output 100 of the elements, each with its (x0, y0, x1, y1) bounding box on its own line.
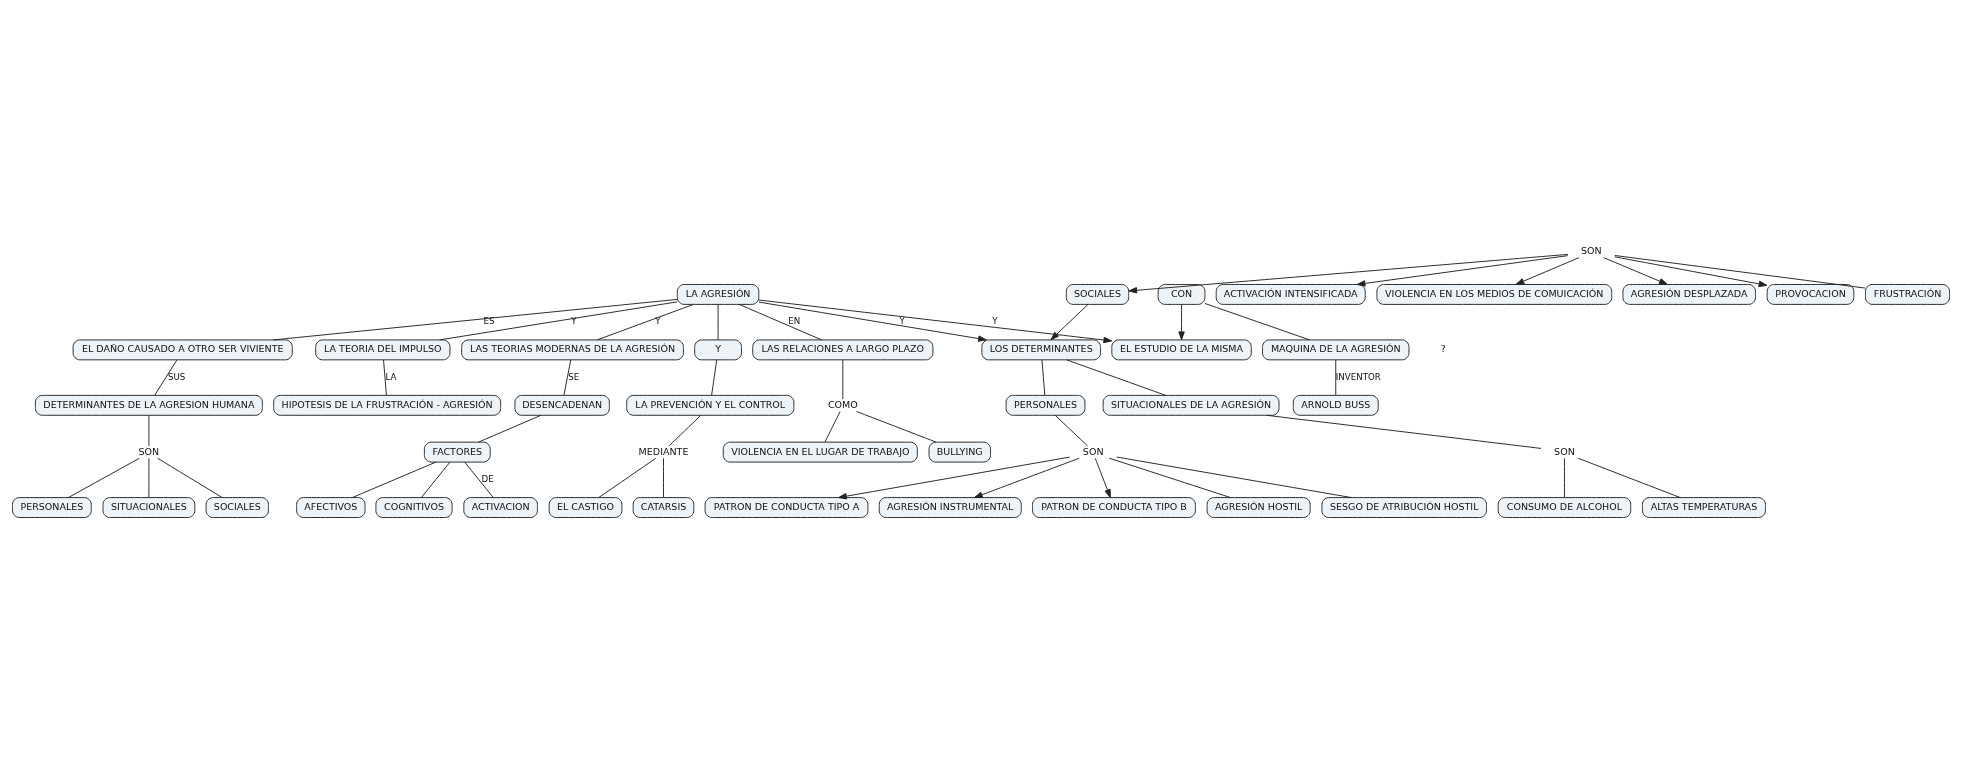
node-box: SOCIALES (1065, 283, 1129, 305)
arrow (1127, 253, 1568, 293)
node-box: LAS RELACIONES A LARGO PLAZO (751, 338, 933, 360)
connector (420, 461, 450, 498)
connector (668, 414, 701, 446)
connector (841, 358, 843, 400)
node-box: ARNOLD BUSS (1292, 394, 1379, 416)
node-box: ACTIVACIÓN INTENSIFICADA (1215, 283, 1366, 305)
connector (824, 410, 841, 442)
node-box: BULLYING (928, 441, 991, 463)
node-box: CONSUMO DE ALCOHOL (1497, 496, 1631, 518)
arrow (1094, 457, 1111, 498)
connector (710, 358, 717, 396)
node-box: CATARSIS (632, 496, 694, 518)
node-box: PROVOCACION (1766, 283, 1854, 305)
node-box: Y (693, 338, 742, 360)
node-text: SON (1082, 445, 1104, 457)
arrow (758, 301, 987, 342)
edge-label: EN (787, 315, 800, 326)
node-box: HIPOTESIS DE LA FRUSTRACIÓN - AGRESIÓN (272, 394, 501, 416)
connector (1115, 456, 1352, 498)
connector (855, 410, 937, 443)
node-box: CON (1157, 283, 1205, 305)
node-box: DETERMINANTES DE LA AGRESION HUMANA (34, 394, 263, 416)
node-box: AGRESIÓN INSTRUMENTAL (878, 496, 1022, 518)
connector (1563, 457, 1565, 498)
edge-label: DE (481, 473, 494, 484)
connector (1334, 358, 1336, 396)
node-box: LA PREVENCIÓN Y EL CONTROL (625, 394, 794, 416)
connector (272, 298, 678, 340)
arrow (1177, 303, 1185, 340)
node-box: SOCIALES (205, 496, 269, 518)
node-text: MEDIANTE (638, 445, 688, 457)
edge-label: SE (567, 371, 579, 382)
connector (562, 358, 571, 396)
edge-label: Y (654, 315, 661, 326)
connector (147, 457, 149, 498)
node-box: AGRESIÓN HOSTIL (1206, 496, 1311, 518)
connector (1265, 414, 1541, 449)
node-box: VIOLENCIA EN EL LUGAR DE TRABAJO (722, 441, 918, 463)
label: ? (1440, 342, 1446, 354)
node-box: DESENCADENAN (513, 394, 610, 416)
arrow (1613, 255, 1767, 287)
connector (463, 461, 494, 498)
edge-label: SUS (167, 371, 185, 382)
node-box: SESGO DE ATRIBUCIÓN HOSTIL (1320, 496, 1487, 518)
connector (1108, 457, 1231, 498)
node-box: EL DAÑO CAUSADO A OTRO SER VIVIENTE (72, 338, 293, 360)
node-box: LOS DETERMINANTES (980, 338, 1101, 360)
node-box: AFECTIVOS (295, 496, 366, 518)
node-text: COMO (827, 398, 858, 410)
node-box: PERSONALES (1005, 394, 1085, 416)
connector (717, 303, 719, 340)
connector (1613, 254, 1866, 289)
connector (438, 300, 678, 340)
edge-label: INVENTOR (1335, 371, 1381, 382)
connector (738, 303, 822, 340)
connector (1065, 358, 1166, 396)
connector (382, 358, 387, 396)
node-text: SON (138, 445, 159, 457)
node-box: LA AGRESIÓN (676, 283, 759, 305)
node-box: SITUACIONALES (102, 496, 195, 518)
connector (1204, 302, 1310, 340)
node-text: SON (1553, 445, 1575, 457)
edge-label: ES (482, 315, 494, 326)
arrow (1050, 303, 1088, 340)
edge-label: Y (991, 315, 998, 326)
connector (596, 303, 694, 340)
node-box: PATRON DE CONDUCTA TIPO B (1031, 496, 1196, 518)
connector (351, 461, 436, 498)
connector (1054, 414, 1088, 446)
node-box: EL ESTUDIO DE LA MISMA (1110, 338, 1252, 360)
connector (1577, 457, 1681, 498)
connector (67, 457, 140, 498)
connector (147, 414, 149, 446)
edge-label: LA (385, 371, 397, 382)
node-box: EL CASTIGO (548, 496, 622, 518)
node-box: MAQUINA DE LA AGRESIÓN (1261, 338, 1409, 360)
node-box: FRUSTRACIÓN (1864, 283, 1950, 305)
arrow (837, 456, 1070, 499)
arrow (1356, 254, 1568, 287)
node-box: FACTORES (423, 441, 491, 463)
connector (598, 457, 656, 498)
node-box: SITUACIONALES DE LA AGRESIÓN (1102, 394, 1279, 416)
node-box: ACTIVACION (462, 496, 538, 518)
node-box: LA TEORIA DEL IMPULSO (314, 338, 450, 360)
connector (477, 414, 541, 443)
edge-label: Y (570, 315, 576, 326)
connector (153, 358, 177, 396)
node-box: VIOLENCIA EN LOS MEDIOS DE COMUICACIÓN (1375, 283, 1612, 305)
connector (156, 457, 222, 498)
connector (662, 457, 664, 498)
arrow (757, 299, 1112, 343)
node-box: AGRESIÓN DESPLAZADA (1621, 283, 1756, 305)
node-box: LAS TEORIAS MODERNAS DE LA AGRESIÓN (460, 338, 684, 360)
node-box: PATRON DE CONDUCTA TIPO A (704, 496, 868, 518)
edge-label: Y (899, 315, 905, 326)
arrow (973, 457, 1080, 498)
arrow (1602, 256, 1668, 285)
connector (1040, 358, 1045, 396)
